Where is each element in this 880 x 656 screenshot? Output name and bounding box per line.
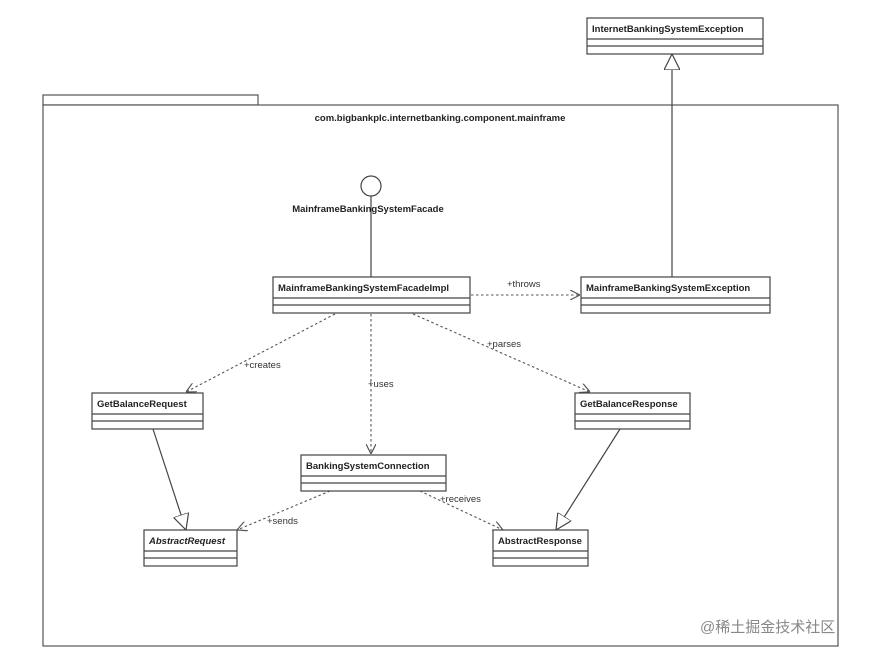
class-abstract-request[interactable]: AbstractRequest	[143, 529, 238, 567]
class-box	[300, 454, 447, 492]
class-name: AbstractResponse	[498, 536, 582, 547]
label-parses: +parses	[487, 339, 521, 350]
dependency-creates	[186, 313, 336, 392]
label-receives: +receives	[440, 494, 481, 505]
class-box	[143, 529, 238, 567]
label-sends: +sends	[267, 516, 298, 527]
label-uses: +uses	[368, 379, 394, 390]
label-creates: +creates	[244, 360, 281, 371]
generalization-request	[152, 428, 186, 530]
class-box	[492, 529, 589, 567]
class-name: AbstractRequest	[148, 536, 226, 547]
dependency-receives	[419, 490, 503, 530]
class-name: BankingSystemConnection	[306, 461, 430, 472]
package-tab	[42, 94, 259, 106]
class-internet-exception[interactable]: InternetBankingSystemException	[586, 17, 764, 55]
class-name: MainframeBankingSystemException	[586, 283, 750, 294]
class-box	[272, 276, 471, 314]
class-name: MainframeBankingSystemFacadeImpl	[278, 283, 449, 294]
class-get-balance-response[interactable]: GetBalanceResponse	[574, 392, 691, 430]
class-box	[580, 276, 771, 314]
class-get-balance-request[interactable]: GetBalanceRequest	[91, 392, 204, 430]
interface-name: MainframeBankingSystemFacade	[292, 204, 444, 215]
class-name: InternetBankingSystemException	[592, 24, 744, 35]
class-box	[586, 17, 764, 55]
classes: InternetBankingSystemExceptionMainframeB…	[91, 17, 771, 567]
dependency-parses	[412, 313, 590, 392]
class-connection[interactable]: BankingSystemConnection	[300, 454, 447, 492]
class-name: GetBalanceResponse	[580, 399, 678, 410]
package-name: com.bigbankplc.internetbanking.component…	[315, 113, 566, 124]
class-box	[91, 392, 204, 430]
class-name: GetBalanceRequest	[97, 399, 188, 410]
class-box	[574, 392, 691, 430]
relations: +throws +creates +uses +parses +sends +r…	[152, 54, 672, 530]
label-throws: +throws	[507, 279, 541, 290]
interface-circle-icon	[360, 175, 382, 197]
class-abstract-response[interactable]: AbstractResponse	[492, 529, 589, 567]
class-mainframe-exception[interactable]: MainframeBankingSystemException	[580, 276, 771, 314]
dependency-sends	[237, 490, 331, 530]
watermark: @稀土掘金技术社区	[700, 619, 835, 636]
class-facade-impl[interactable]: MainframeBankingSystemFacadeImpl	[272, 276, 471, 314]
generalization-response	[556, 428, 621, 530]
interface-facade[interactable]: MainframeBankingSystemFacade	[292, 175, 444, 215]
